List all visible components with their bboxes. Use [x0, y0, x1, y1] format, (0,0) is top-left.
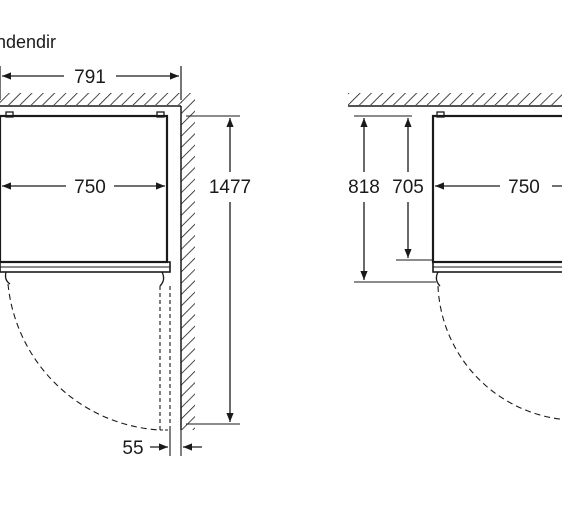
dim-791-label: 791	[74, 67, 106, 88]
dim-818-label: 818	[348, 177, 380, 198]
left-view	[0, 66, 240, 456]
heading-text: ndendir	[0, 32, 56, 52]
left-handle-left	[4, 271, 11, 285]
right-top-foot	[436, 111, 445, 118]
dim-750-left-label: 750	[74, 177, 106, 198]
left-side-wall-hatch	[181, 93, 195, 430]
dim-1477-label: 1477	[209, 177, 251, 198]
dim-705-label: 705	[392, 177, 424, 198]
dim-750-right-label: 750	[508, 177, 540, 198]
left-top-foot-right	[156, 111, 165, 118]
left-ceiling-hatch	[0, 93, 182, 105]
dim-55-label: 55	[122, 438, 143, 459]
left-top-foot-left	[5, 111, 14, 118]
right-ceiling-hatch	[348, 93, 562, 105]
left-door-swing-arc	[7, 283, 161, 431]
right-handle	[435, 271, 441, 287]
right-door-swing-arc	[437, 285, 562, 420]
right-view	[348, 93, 562, 420]
right-appliance-body	[431, 114, 562, 264]
left-handle-right	[159, 271, 165, 287]
